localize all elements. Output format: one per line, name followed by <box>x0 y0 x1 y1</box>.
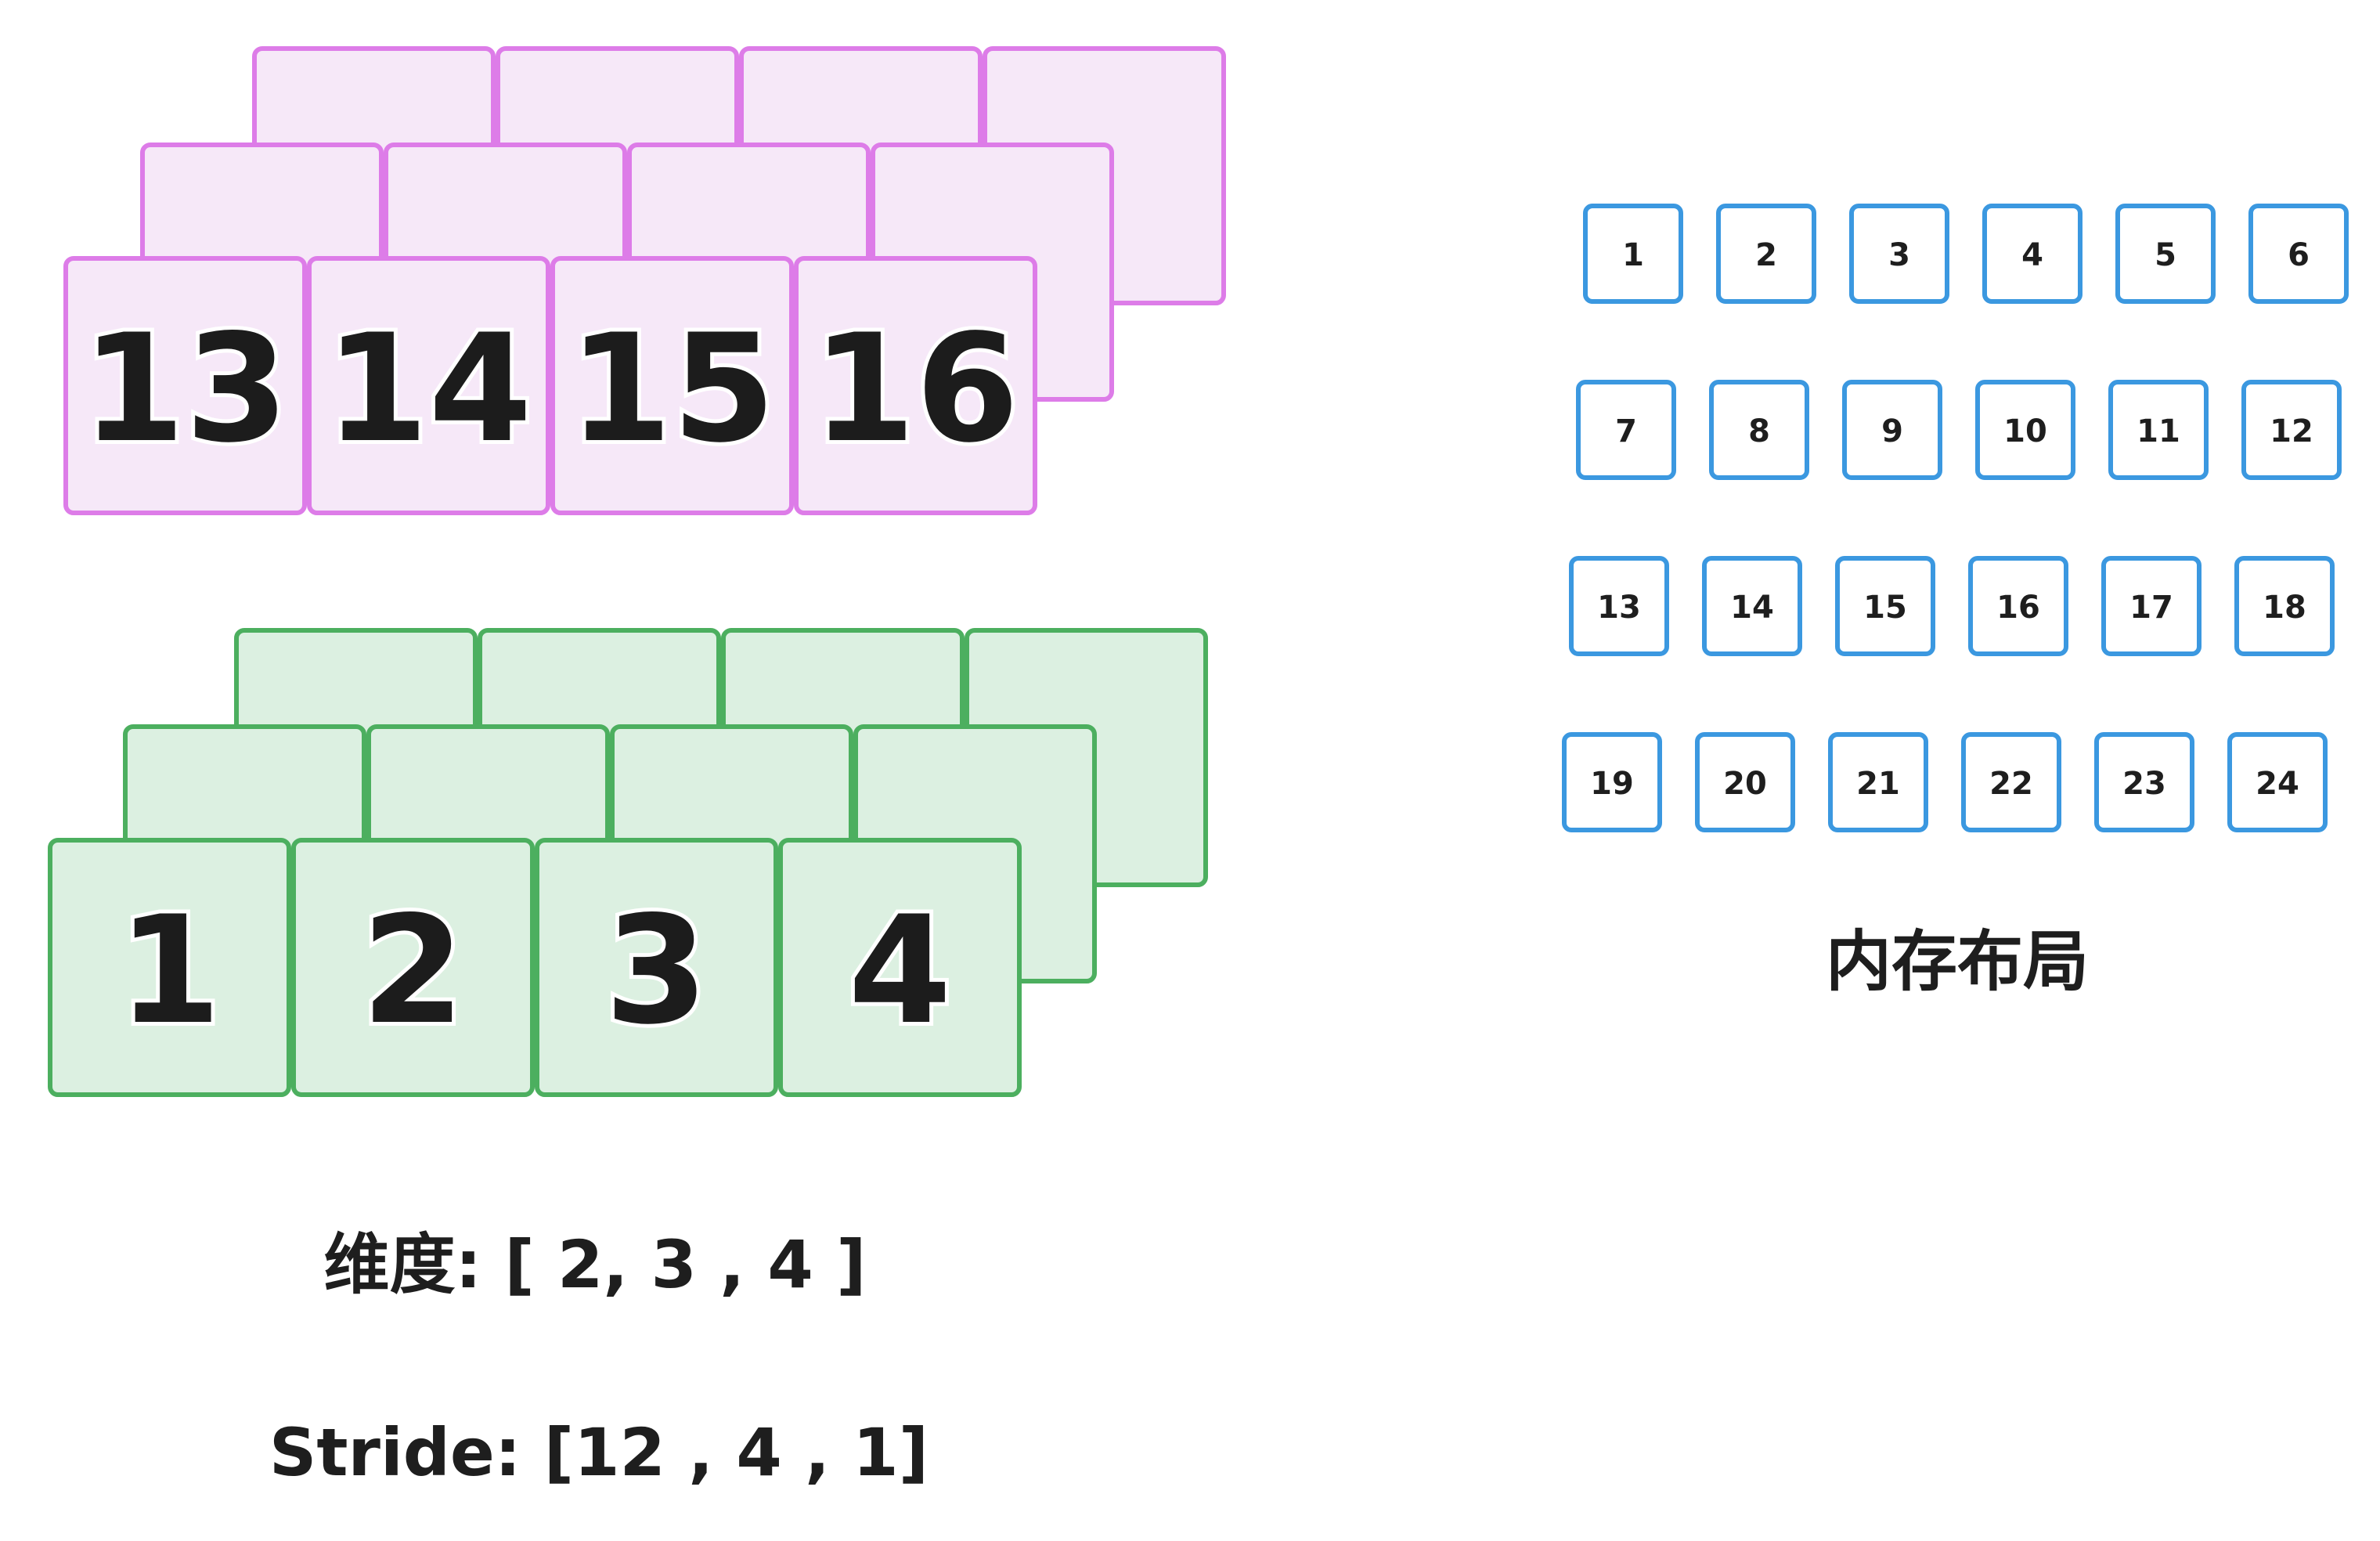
memory-cell <box>1849 204 1949 304</box>
memory-cell-label: 2 <box>1755 237 1777 273</box>
memory-cell-label: 23 <box>2122 766 2166 802</box>
memory-cell <box>2234 556 2335 656</box>
memory-cell <box>1569 556 1669 656</box>
tensor-tile <box>291 838 535 1097</box>
memory-cell-label: 11 <box>2137 413 2180 449</box>
memory-cell <box>1961 732 2061 832</box>
memory-cell <box>1982 204 2082 304</box>
memory-row: 7 8 9 10 11 12 <box>1576 380 2342 480</box>
memory-cell <box>2108 380 2209 480</box>
memory-row: 13 14 15 16 17 18 <box>1569 556 2335 656</box>
memory-cell-label: 6 <box>2288 237 2310 273</box>
memory-cell <box>1975 380 2075 480</box>
tile-label: 4 <box>848 884 951 1057</box>
tile-label: 16 <box>812 302 1019 475</box>
memory-cell-label: 15 <box>1863 590 1907 626</box>
tile-label: 13 <box>81 302 288 475</box>
memory-row: 1 2 3 4 5 6 <box>1583 204 2349 304</box>
tile-label: 14 <box>325 302 532 475</box>
tensor-tile <box>63 256 307 515</box>
tensor-tile <box>307 256 550 515</box>
memory-cell-label: 24 <box>2256 766 2299 802</box>
memory-cell-label: 17 <box>2129 590 2173 626</box>
memory-cell-label: 12 <box>2270 413 2313 449</box>
memory-row: 19 20 21 22 23 24 <box>1562 732 2328 832</box>
memory-cell-label: 9 <box>1881 413 1903 449</box>
memory-cell-label: 7 <box>1615 413 1637 449</box>
memory-cell-label: 14 <box>1730 590 1774 626</box>
memory-cell <box>1842 380 1942 480</box>
memory-cell <box>1576 380 1676 480</box>
memory-cell <box>2115 204 2216 304</box>
tensor-tile <box>48 838 291 1097</box>
memory-cell <box>2094 732 2194 832</box>
memory-cell <box>1968 556 2068 656</box>
memory-cell <box>2241 380 2342 480</box>
memory-cell <box>1709 380 1809 480</box>
memory-cell-label: 13 <box>1597 590 1641 626</box>
memory-cell-label: 10 <box>2003 413 2047 449</box>
tensor-tile <box>794 256 1037 515</box>
memory-cell-label: 19 <box>1590 766 1634 802</box>
tensor-tile <box>778 838 1022 1097</box>
memory-cell <box>2227 732 2328 832</box>
memory-cell <box>1583 204 1683 304</box>
memory-cell <box>1562 732 1662 832</box>
memory-cell-label: 3 <box>1888 237 1910 273</box>
memory-cell <box>1716 204 1816 304</box>
memory-cell-label: 1 <box>1622 237 1644 273</box>
memory-cell <box>1695 732 1795 832</box>
memory-cell <box>2101 556 2202 656</box>
memory-cell-label: 18 <box>2263 590 2306 626</box>
tile-label: 2 <box>361 884 464 1057</box>
tile-label: 3 <box>604 884 708 1057</box>
tensor-tile <box>535 838 778 1097</box>
memory-layout-caption: 内存布局 <box>1826 923 2089 1000</box>
memory-cell <box>1835 556 1935 656</box>
tile-label: 15 <box>568 302 775 475</box>
dimension-caption: 维度: [ 2, 3 , 4 ] <box>323 1226 866 1303</box>
memory-cell-label: 22 <box>1989 766 2033 802</box>
tile-label: 1 <box>117 884 221 1057</box>
memory-cell-label: 4 <box>2021 237 2043 273</box>
memory-cell-label: 8 <box>1748 413 1770 449</box>
memory-cell-label: 16 <box>1996 590 2040 626</box>
memory-cell <box>1828 732 1928 832</box>
memory-cell <box>1702 556 1802 656</box>
memory-cell-label: 5 <box>2155 237 2176 273</box>
memory-cell-label: 21 <box>1856 766 1900 802</box>
stride-caption: Stride: [12 , 4 , 1] <box>269 1414 929 1491</box>
memory-cell-label: 20 <box>1723 766 1767 802</box>
memory-cell <box>2248 204 2349 304</box>
tensor-tile <box>550 256 794 515</box>
